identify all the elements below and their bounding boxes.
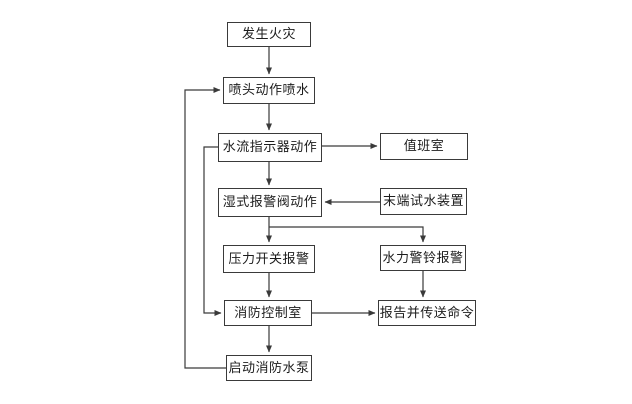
- node-end-test-device: 末端试水装置: [380, 188, 467, 215]
- node-label: 消防控制室: [234, 305, 302, 321]
- node-label: 末端试水装置: [382, 194, 464, 209]
- node-wet-alarm-valve: 湿式报警阀动作: [218, 188, 322, 217]
- node-start-fire-pump: 启动消防水泵: [226, 355, 312, 381]
- node-label: 值班室: [403, 139, 445, 154]
- arrow-pump-feedback-to-sprinkler: [184, 87, 226, 369]
- node-report-commands: 报告并传送命令: [378, 300, 476, 326]
- node-label: 水力警铃报警: [382, 250, 464, 266]
- node-hydraulic-bell-alarm: 水力警铃报警: [380, 245, 466, 271]
- node-flow-indicator: 水流指示器动作: [218, 133, 322, 162]
- node-label: 启动消防水泵: [228, 360, 310, 376]
- node-label: 压力开关报警: [228, 251, 310, 267]
- node-label: 喷头动作喷水: [228, 83, 310, 98]
- node-label: 水流指示器动作: [222, 140, 318, 155]
- node-pressure-switch-alarm: 压力开关报警: [223, 245, 315, 273]
- arrow-flow-feedback-to-control: [203, 146, 222, 316]
- node-duty-room: 值班室: [380, 133, 468, 160]
- node-fire-control-room: 消防控制室: [224, 300, 312, 326]
- node-fire-occurs: 发生火灾: [227, 22, 311, 47]
- node-label: 湿式报警阀动作: [222, 195, 318, 210]
- arrow-wetvalve-to-hydraulicbell: [269, 226, 426, 243]
- node-sprinkler-sprays: 喷头动作喷水: [223, 77, 315, 104]
- node-label: 报告并传送命令: [379, 305, 475, 321]
- node-label: 发生火灾: [241, 27, 296, 42]
